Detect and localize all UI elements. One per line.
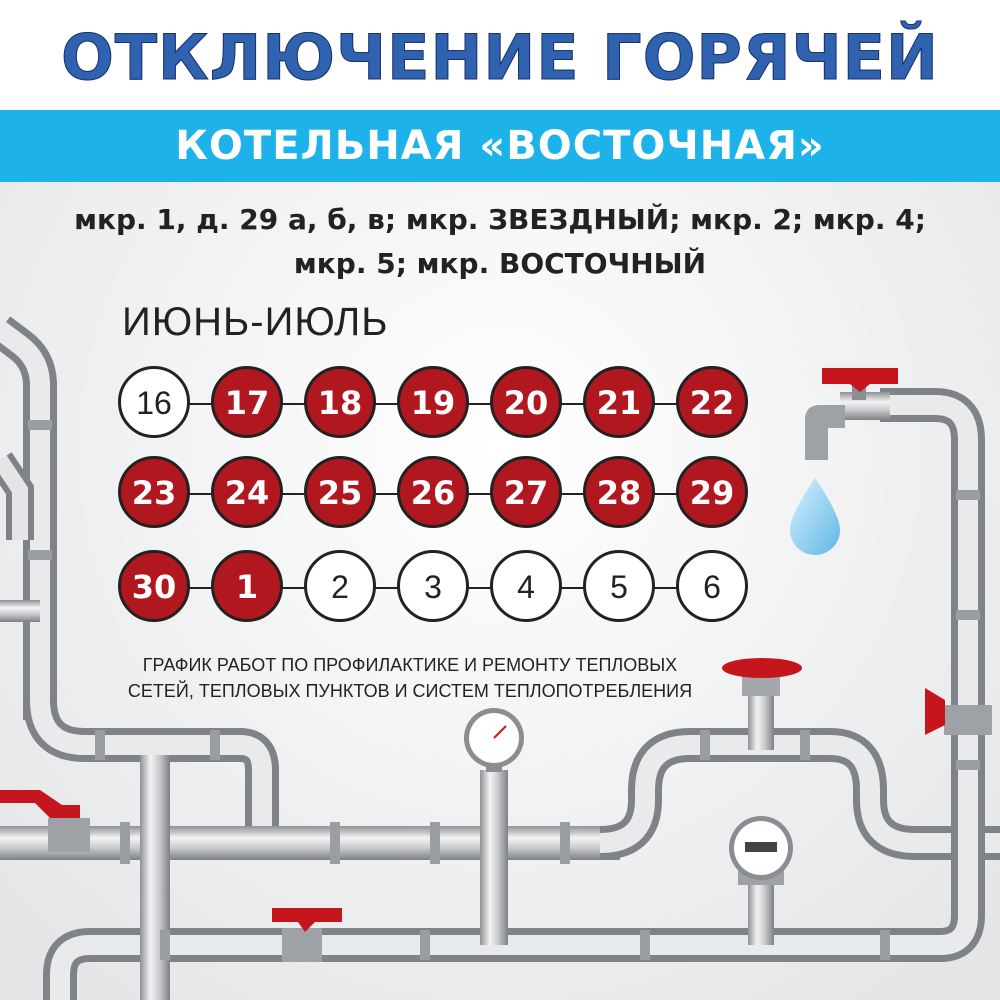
period-label: ИЮНЬ-ИЮЛЬ — [122, 300, 389, 344]
note-line-1: ГРАФИК РАБОТ ПО ПРОФИЛАКТИКЕ И РЕМОНТУ Т… — [142, 655, 678, 675]
valve-handle-icon — [272, 908, 342, 962]
calendar-day-off: 19 — [397, 366, 469, 438]
calendar-day: 3 — [397, 550, 469, 622]
calendar-day: 2 — [304, 550, 376, 622]
pipe-network — [0, 316, 1000, 1000]
valve-handle-icon — [722, 658, 802, 696]
areas-line-2: мкр. 5; мкр. ВОСТОЧНЫЙ — [293, 247, 707, 280]
calendar-day-off: 28 — [583, 456, 655, 528]
pressure-gauge-icon — [464, 708, 524, 772]
calendar-day-off: 20 — [490, 366, 562, 438]
calendar-day-off: 22 — [676, 366, 748, 438]
calendar-day: 4 — [490, 550, 562, 622]
calendar-day: 16 — [118, 366, 190, 438]
calendar-day-off: 21 — [583, 366, 655, 438]
calendar-day-off: 18 — [304, 366, 376, 438]
water-meter-icon — [729, 816, 793, 885]
areas-line-1: мкр. 1, д. 29 а, б, в; мкр. ЗВЕЗДНЫЙ; мк… — [74, 203, 926, 236]
calendar-day-off: 1 — [211, 550, 283, 622]
calendar-day-off: 26 — [397, 456, 469, 528]
calendar-day-off: 23 — [118, 456, 190, 528]
calendar-day-off: 30 — [118, 550, 190, 622]
calendar-day-off: 24 — [211, 456, 283, 528]
ball-valve-icon — [925, 688, 992, 735]
calendar-row-1: 16 17 18 19 20 21 22 — [118, 366, 750, 442]
calendar-day-off: 27 — [490, 456, 562, 528]
calendar-row-2: 23 24 25 26 27 28 29 — [118, 456, 750, 532]
calendar-day: 6 — [676, 550, 748, 622]
boiler-name: КОТЕЛЬНАЯ «ВОСТОЧНАЯ» — [175, 123, 825, 169]
schedule-note: ГРАФИК РАБОТ ПО ПРОФИЛАКТИКЕ И РЕМОНТУ Т… — [100, 652, 720, 704]
faucet-icon — [805, 368, 898, 460]
ball-valve-icon — [0, 790, 90, 852]
calendar-day: 5 — [583, 550, 655, 622]
calendar-day-off: 17 — [211, 366, 283, 438]
affected-areas: мкр. 1, д. 29 а, б, в; мкр. ЗВЕЗДНЫЙ; мк… — [40, 198, 960, 286]
calendar-day-off: 25 — [304, 456, 376, 528]
subtitle-banner — [0, 110, 1000, 182]
water-drop-icon — [790, 478, 840, 555]
calendar-day-off: 29 — [676, 456, 748, 528]
note-line-2: СЕТЕЙ, ТЕПЛОВЫХ ПУНКТОВ И СИСТЕМ ТЕПЛОПО… — [127, 681, 693, 701]
